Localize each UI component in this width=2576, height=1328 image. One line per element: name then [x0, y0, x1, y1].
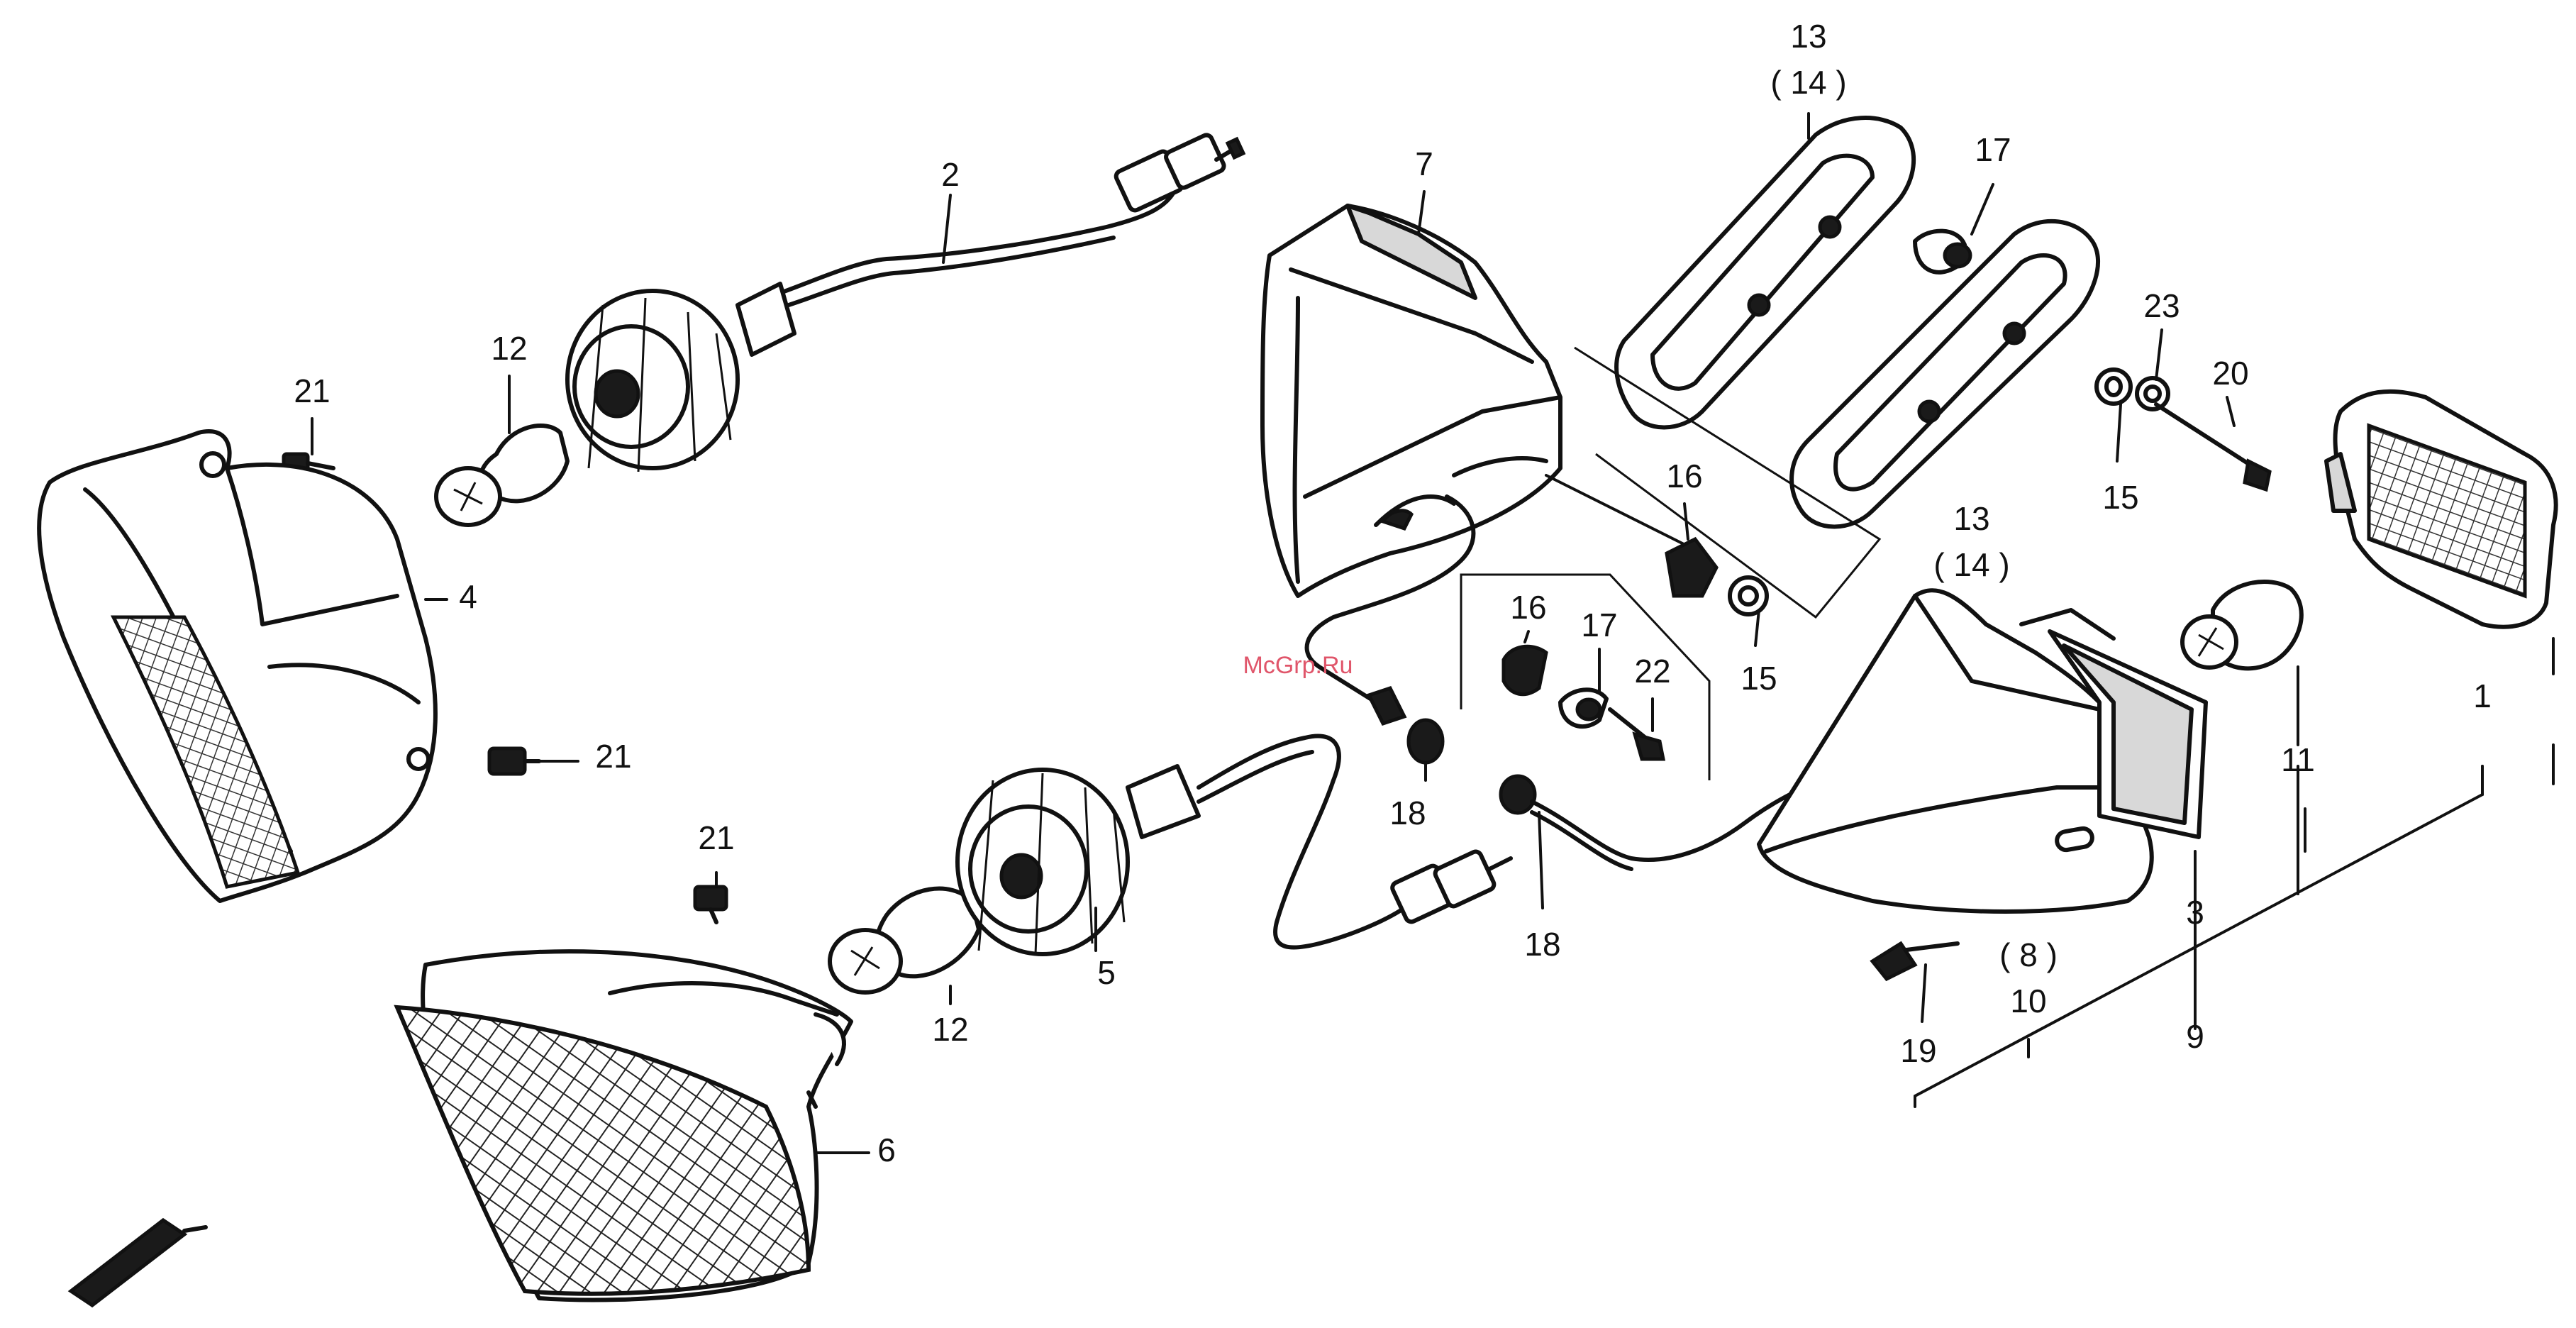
callout-3: 3	[2186, 894, 2204, 931]
bracket-outline-16-22	[1461, 575, 1709, 780]
callout-21-middle: 21	[595, 738, 631, 775]
callout-6: 6	[877, 1131, 896, 1168]
part-23-washer	[2137, 378, 2168, 409]
callout-13-lower: 13	[1953, 500, 1989, 537]
callout-18-right: 18	[1524, 926, 1560, 963]
part-1-tail-lens	[2326, 392, 2556, 627]
callout-14-upper: ( 14 )	[1770, 64, 1846, 101]
part-16-grommet-right	[1667, 539, 1716, 596]
part-22-screw	[1610, 709, 1663, 759]
part-12-bulb-upper	[436, 426, 567, 525]
part-20-bolt	[2156, 404, 2270, 489]
part-19-screw	[1872, 944, 1958, 979]
part-21-screw-lower	[695, 887, 726, 922]
callout-17-upper: 17	[1975, 131, 2011, 168]
part-15-grommet-mid	[1730, 577, 1767, 614]
callout-16-left: 16	[1510, 589, 1546, 626]
callout-7: 7	[1415, 145, 1433, 182]
callout-22: 22	[1634, 653, 1670, 690]
callout-8: ( 8 )	[1999, 936, 2058, 973]
callout-12-lower: 12	[932, 1011, 968, 1048]
part-16-grommet-left	[1504, 646, 1546, 694]
callout-18-left: 18	[1389, 795, 1426, 831]
callout-1: 1	[2473, 677, 2492, 714]
callout-14-lower: ( 14 )	[1933, 546, 2009, 583]
part-7-housing	[1262, 206, 1702, 724]
callout-9: 9	[2186, 1018, 2204, 1055]
callout-23: 23	[2143, 287, 2180, 324]
watermark: McGrp.Ru	[1243, 652, 1353, 679]
callout-21-upper: 21	[294, 372, 330, 409]
callout-15-mid: 15	[1741, 660, 1777, 697]
callout-11: 11	[2281, 741, 2315, 778]
part-17-bulb-lower	[1560, 690, 1606, 726]
callout-19: 19	[1900, 1032, 1936, 1069]
part-15-grommet-right	[2097, 370, 2131, 404]
screw-bottom-left	[71, 1220, 206, 1305]
part-4-upper-housing	[39, 431, 435, 901]
part-21-screw-middle	[489, 748, 539, 774]
callout-5: 5	[1097, 954, 1116, 991]
part-8-rear-housing	[1759, 590, 2152, 912]
part-6-lower-lens	[397, 951, 851, 1300]
callout-20: 20	[2212, 355, 2248, 392]
part-5-socket-wire	[957, 736, 1511, 955]
callout-10: 10	[2010, 983, 2046, 1019]
part-11-bulb	[2182, 582, 2302, 668]
callout-16-right: 16	[1666, 458, 1702, 494]
callout-2: 2	[941, 156, 960, 193]
callout-12-upper: 12	[491, 330, 527, 367]
callout-21-lower: 21	[698, 819, 734, 856]
part-12-bulb-lower	[830, 889, 979, 992]
part-17-bulb-upper	[1915, 231, 1970, 272]
part-18-grommet-left	[1409, 720, 1443, 763]
callout-17-lower: 17	[1581, 607, 1617, 643]
callout-4: 4	[459, 578, 477, 615]
callout-13-upper: 13	[1790, 18, 1826, 55]
part-2-socket-wire	[567, 133, 1243, 472]
callout-15-right: 15	[2102, 479, 2138, 516]
